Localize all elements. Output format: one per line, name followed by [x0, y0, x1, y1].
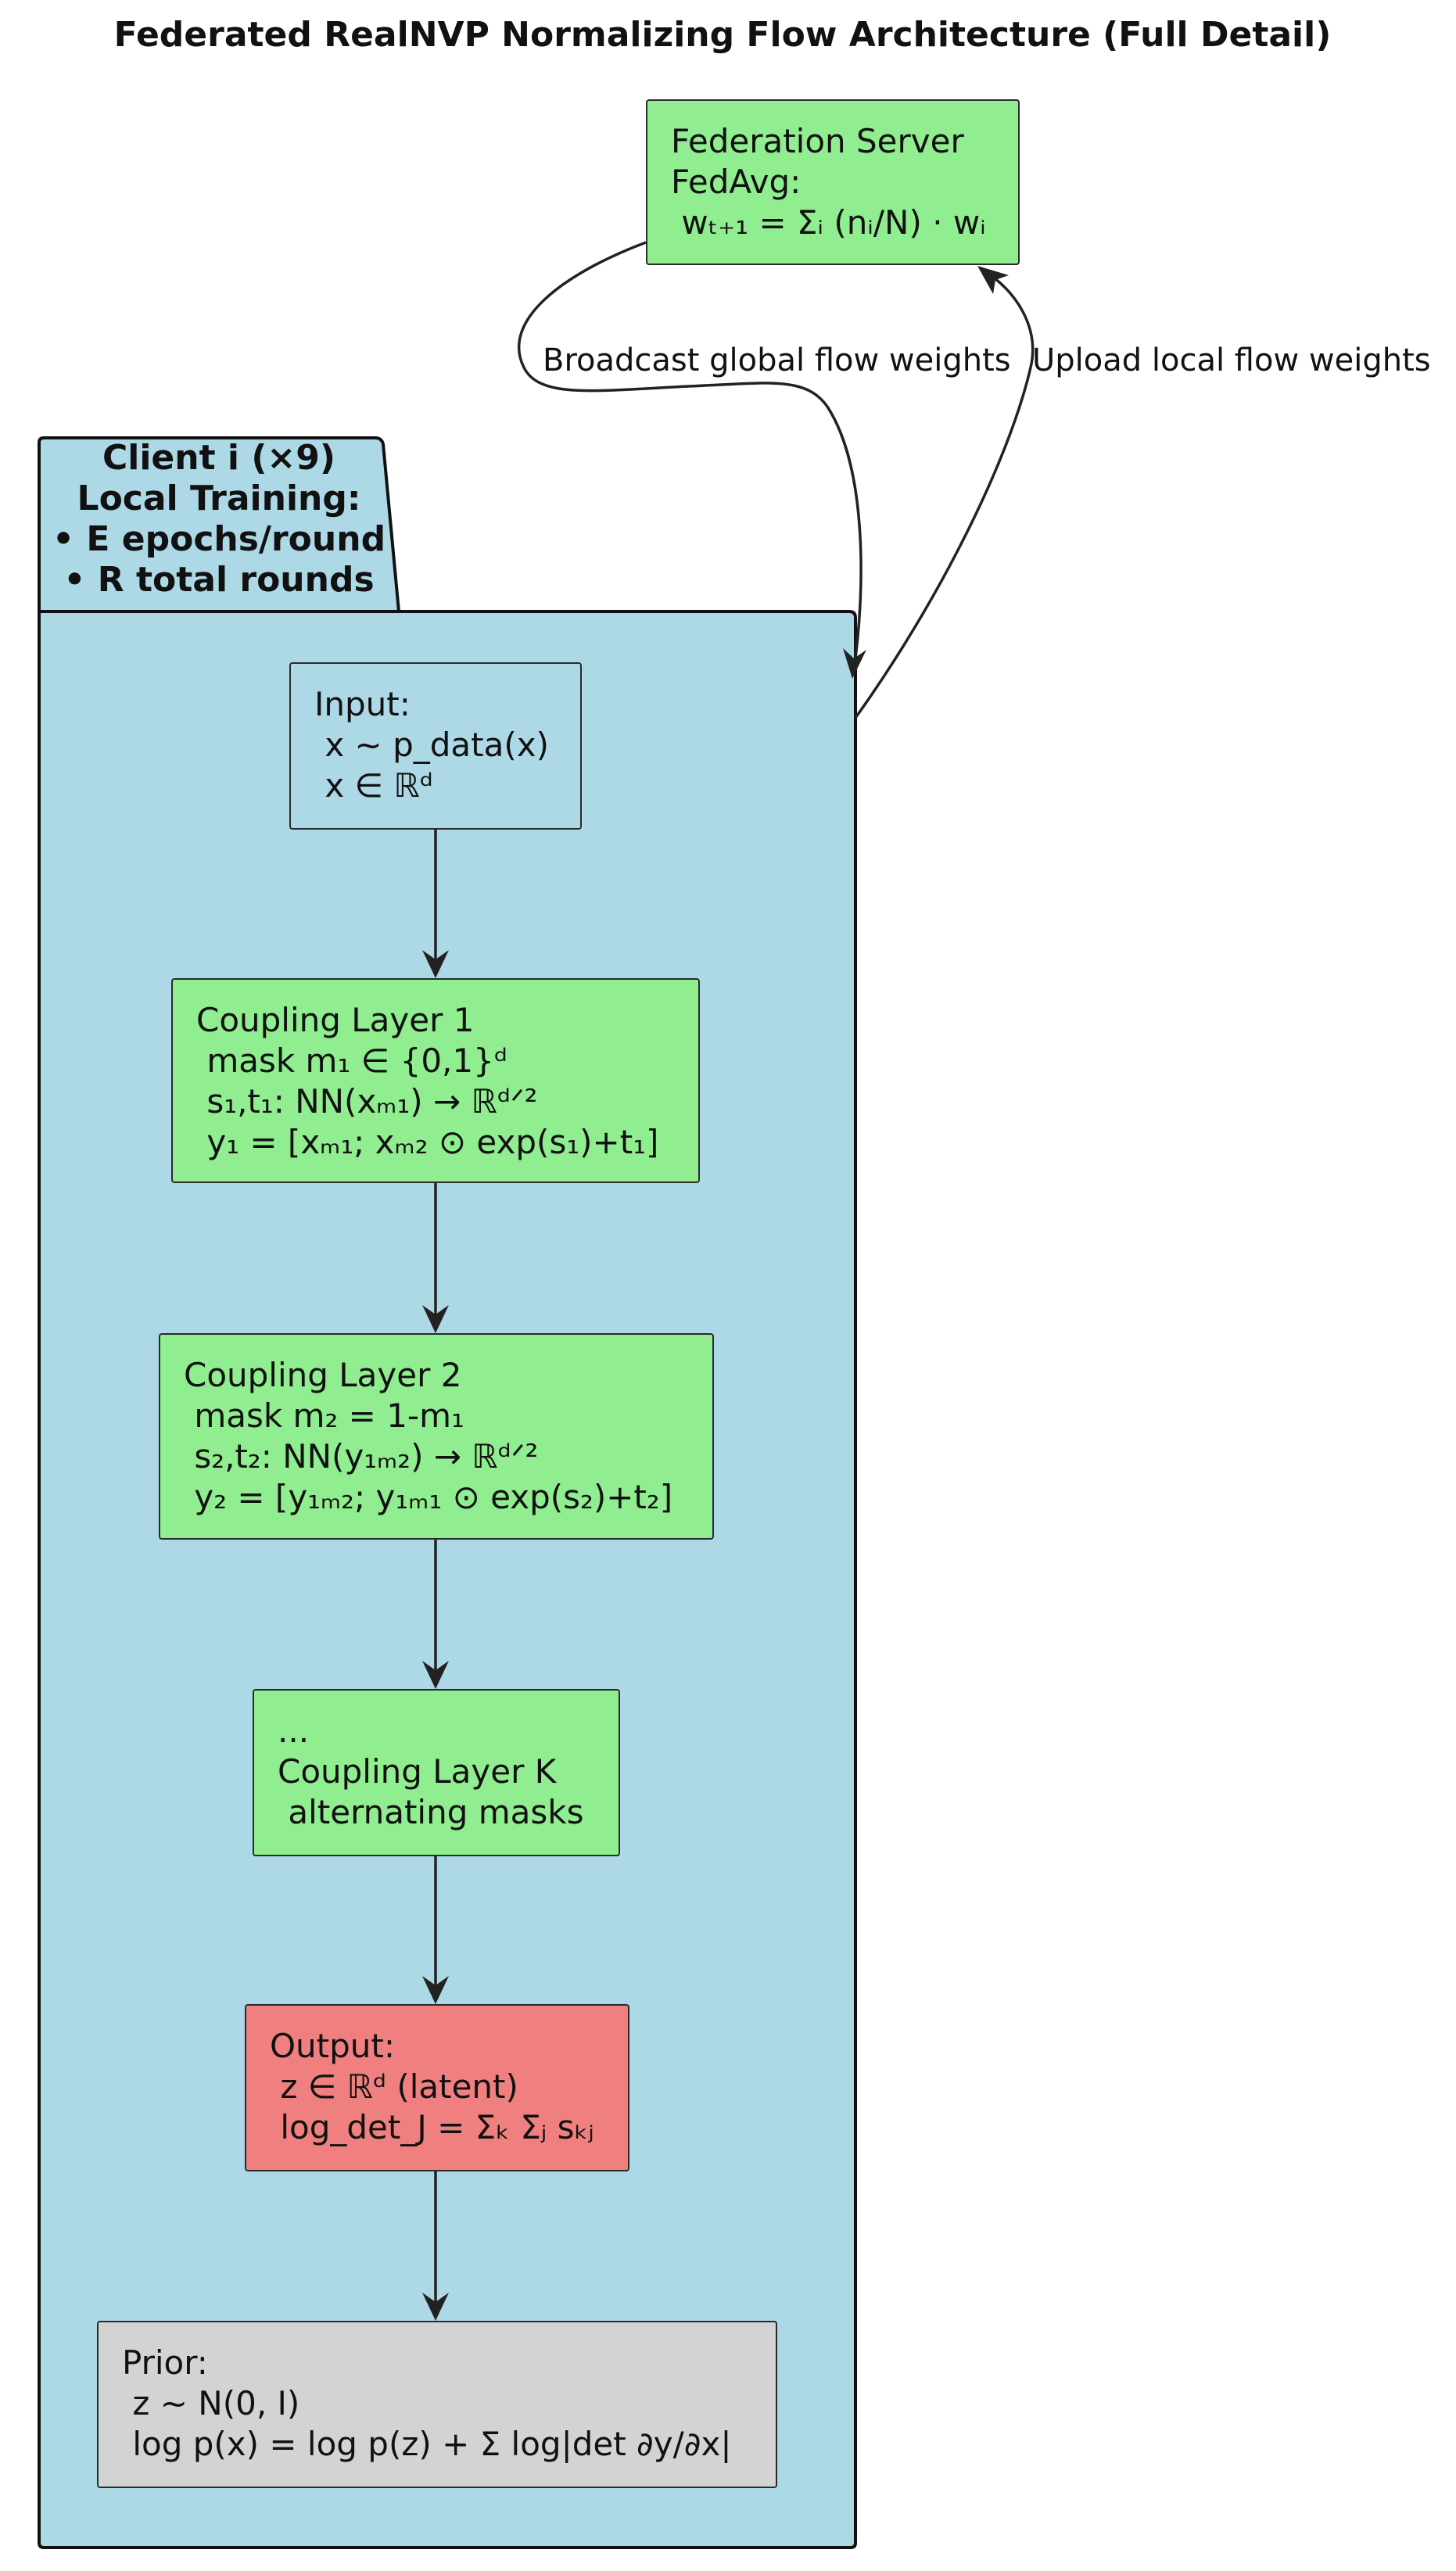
coupling-layer-k-line: Coupling Layer K [278, 1752, 557, 1791]
arrowhead-output [422, 1976, 449, 2004]
coupling-layer-k-line: ... [278, 1712, 310, 1750]
output-line: Output: [270, 2027, 396, 2065]
client-label-line: • E epochs/round [52, 519, 386, 559]
coupling-layer-1-line: s₁,t₁: NN(xₘ₁) → ℝᵈᐟ² [196, 1082, 538, 1121]
arrowhead-coupling2 [422, 1305, 449, 1333]
prior-line: z ~ N(0, I) [122, 2384, 300, 2422]
server-line: Federation Server [671, 122, 964, 160]
input-line: x ∈ ℝᵈ [314, 766, 433, 805]
server-line: wₜ₊₁ = Σᵢ (nᵢ/N) · wᵢ [671, 203, 986, 242]
arrowhead-upload [977, 266, 1009, 294]
coupling-layer-2-line: mask m₂ = 1-m₁ [184, 1397, 464, 1435]
output-line: log_det_J = Σₖ Σⱼ sₖⱼ [270, 2108, 594, 2146]
coupling-layer-1-line: y₁ = [xₘ₁; xₘ₂ ⊙ exp(s₁)+t₁] [196, 1123, 659, 1161]
server-line: FedAvg: [671, 163, 802, 201]
client-label-line: Client i (×9) [102, 438, 336, 478]
edge-upload-curve [854, 269, 1035, 719]
client-label-line: • R total rounds [63, 560, 375, 600]
coupling-layer-k-line: alternating masks [278, 1793, 584, 1831]
input-line: Input: [314, 685, 411, 723]
coupling-layer-2-line: y₂ = [y₁ₘ₂; y₁ₘ₁ ⊙ exp(s₂)+t₂] [184, 1478, 673, 1516]
coupling-layer-2-line: Coupling Layer 2 [184, 1356, 462, 1394]
prior-line: Prior: [122, 2343, 208, 2382]
client-label: Client i (×9) Local Training: • E epochs… [42, 438, 396, 601]
arrowhead-coupling1 [422, 950, 449, 978]
coupling-layer-2-node: Coupling Layer 2 mask m₂ = 1-m₁ s₂,t₂: N… [159, 1333, 714, 1540]
arrowhead-prior [422, 2293, 449, 2321]
coupling-layer-1-line: mask m₁ ∈ {0,1}ᵈ [196, 1042, 507, 1080]
broadcast-edge-label: Broadcast global flow weights [543, 342, 1011, 378]
output-line: z ∈ ℝᵈ (latent) [270, 2067, 518, 2106]
coupling-layer-k-node: ... Coupling Layer K alternating masks [253, 1689, 620, 1856]
client-label-line: Local Training: [77, 479, 361, 518]
coupling-layer-1-node: Coupling Layer 1 mask m₁ ∈ {0,1}ᵈ s₁,t₁:… [171, 978, 700, 1183]
input-node: Input: x ~ p_data(x) x ∈ ℝᵈ [289, 662, 582, 830]
diagram-title: Federated RealNVP Normalizing Flow Archi… [113, 15, 1332, 55]
input-line: x ~ p_data(x) [314, 726, 549, 764]
coupling-layer-1-line: Coupling Layer 1 [196, 1001, 475, 1039]
federation-server-node: Federation Server FedAvg: wₜ₊₁ = Σᵢ (nᵢ/… [646, 99, 1020, 265]
coupling-layer-2-line: s₂,t₂: NN(y₁ₘ₂) → ℝᵈᐟ² [184, 1437, 539, 1476]
prior-node: Prior: z ~ N(0, I) log p(x) = log p(z) +… [97, 2321, 777, 2488]
output-node: Output: z ∈ ℝᵈ (latent) log_det_J = Σₖ Σ… [245, 2004, 629, 2171]
prior-line: log p(x) = log p(z) + Σ log|det ∂y/∂x| [122, 2425, 732, 2463]
arrowhead-broadcast [843, 648, 866, 679]
arrowhead-couplingk [422, 1661, 449, 1689]
upload-edge-label: Upload local flow weights [1032, 342, 1431, 378]
edge-broadcast-curve [518, 241, 862, 670]
